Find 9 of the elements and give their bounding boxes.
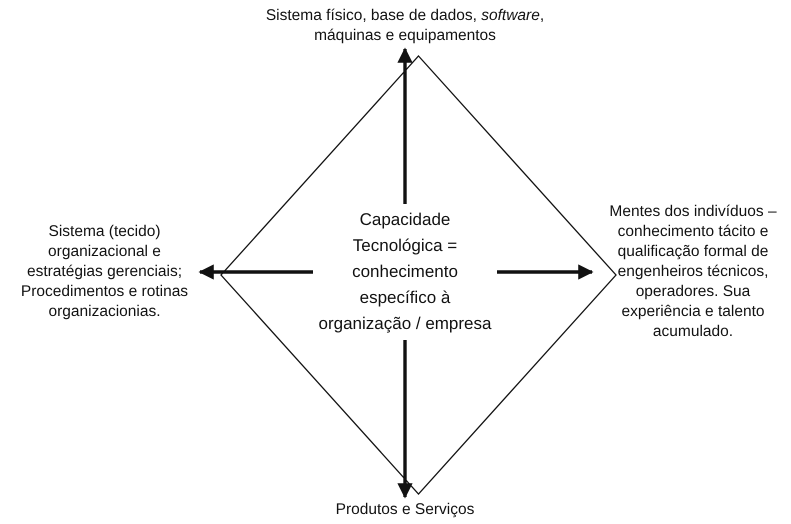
center-label: Capacidade Tecnológica = conhecimento específico à organização / empresa xyxy=(318,209,492,335)
arrow xyxy=(497,264,594,280)
arrow xyxy=(397,340,413,499)
node-label: Sistema físico, base de dados, software, máquinas e equipamentos xyxy=(264,6,546,46)
node-label: Produtos e Serviços xyxy=(336,500,474,520)
node-label: Mentes dos indivíduos – conhecimento tácito e qualificação formal de engenheiros técnicos, operadores. Sua experiência e talento acumulado. xyxy=(608,202,778,342)
node-label: Sistema (tecido) organizacional e estratégias gerenciais; Procedimentos e rotinas organizacionias. xyxy=(20,222,190,322)
arrow xyxy=(198,264,313,280)
arrow xyxy=(397,47,413,204)
